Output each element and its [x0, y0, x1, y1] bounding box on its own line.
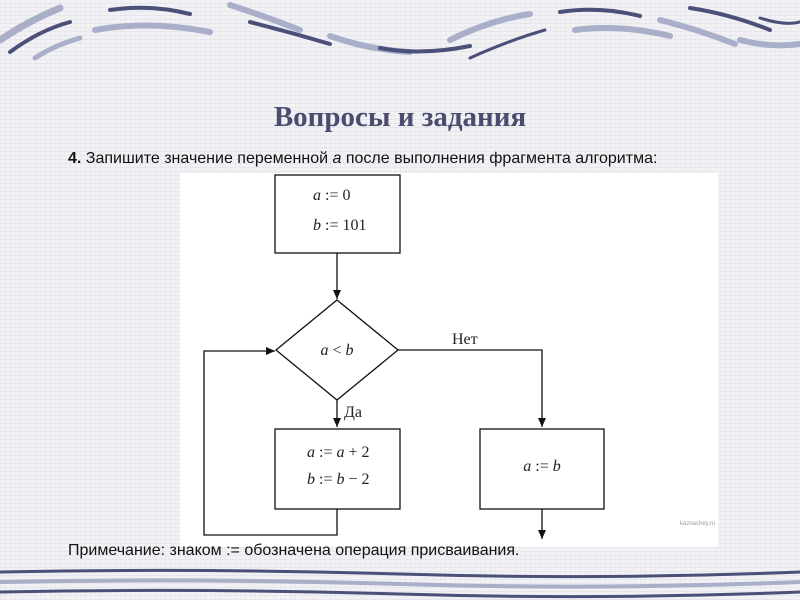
note-text: Примечание: знаком := обозначена операци…: [68, 542, 520, 559]
loop-line-2: b := b − 2: [307, 471, 370, 488]
watermark: kaznachey.ru: [680, 521, 715, 527]
question-text-after: после выполнения фрагмента алгоритма:: [341, 150, 658, 167]
loop-body-block: [274, 428, 401, 510]
init-line-2: b := 101: [313, 217, 366, 234]
decorative-top-stripes: [0, 2, 800, 61]
question-variable: a: [332, 150, 342, 167]
slide-title: Вопросы и задания: [273, 101, 527, 133]
flowchart-image: a := 0 b := 101 a < b Нет Да a := a + 2 …: [180, 173, 718, 547]
yes-label: Да: [344, 404, 362, 421]
loop-line-1: a := a + 2: [307, 444, 370, 461]
flowchart: a := 0 b := 101 a < b Нет Да a := a + 2 …: [203, 174, 715, 539]
question-text-before: Запишите значение переменной: [81, 150, 333, 167]
condition-text: a < b: [320, 342, 353, 359]
result-text: a := b: [523, 458, 560, 475]
arrow-loop-back: [203, 347, 338, 536]
init-line-1: a := 0: [313, 187, 350, 204]
question-number: 4.: [68, 150, 82, 167]
arrow-no-branch: [398, 349, 546, 427]
decorative-bottom-stripes: [0, 568, 800, 599]
question-text: 4. Запишите значение переменной a после …: [68, 148, 728, 169]
result-block: [479, 428, 605, 510]
no-label: Нет: [452, 331, 478, 348]
